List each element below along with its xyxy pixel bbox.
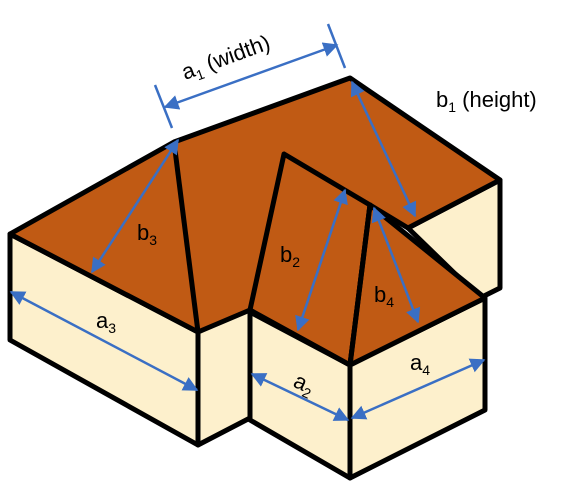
a4-dimension-arrow bbox=[350, 358, 486, 420]
label-a1: a1 (width) bbox=[178, 30, 274, 88]
label-b2: b2 bbox=[280, 242, 300, 270]
b4-dimension-arrow bbox=[371, 206, 421, 324]
b2-dimension-arrow bbox=[295, 188, 348, 332]
a1-dimension-arrow bbox=[163, 42, 339, 110]
label-b4: b4 bbox=[374, 282, 394, 310]
a1-end-tick-left bbox=[153, 84, 174, 129]
label-a3: a3 bbox=[96, 308, 116, 336]
b3-dimension-arrow bbox=[90, 138, 180, 274]
a1-end-tick-right bbox=[326, 23, 347, 69]
a2-dimension-arrow bbox=[250, 372, 350, 422]
label-a4: a4 bbox=[410, 350, 430, 378]
b1-dimension-arrow bbox=[350, 80, 417, 218]
label-b1: b1 (height) bbox=[436, 87, 537, 115]
valley-line bbox=[347, 204, 373, 366]
label-b3: b3 bbox=[137, 220, 157, 248]
a3-dimension-arrow bbox=[9, 290, 199, 392]
